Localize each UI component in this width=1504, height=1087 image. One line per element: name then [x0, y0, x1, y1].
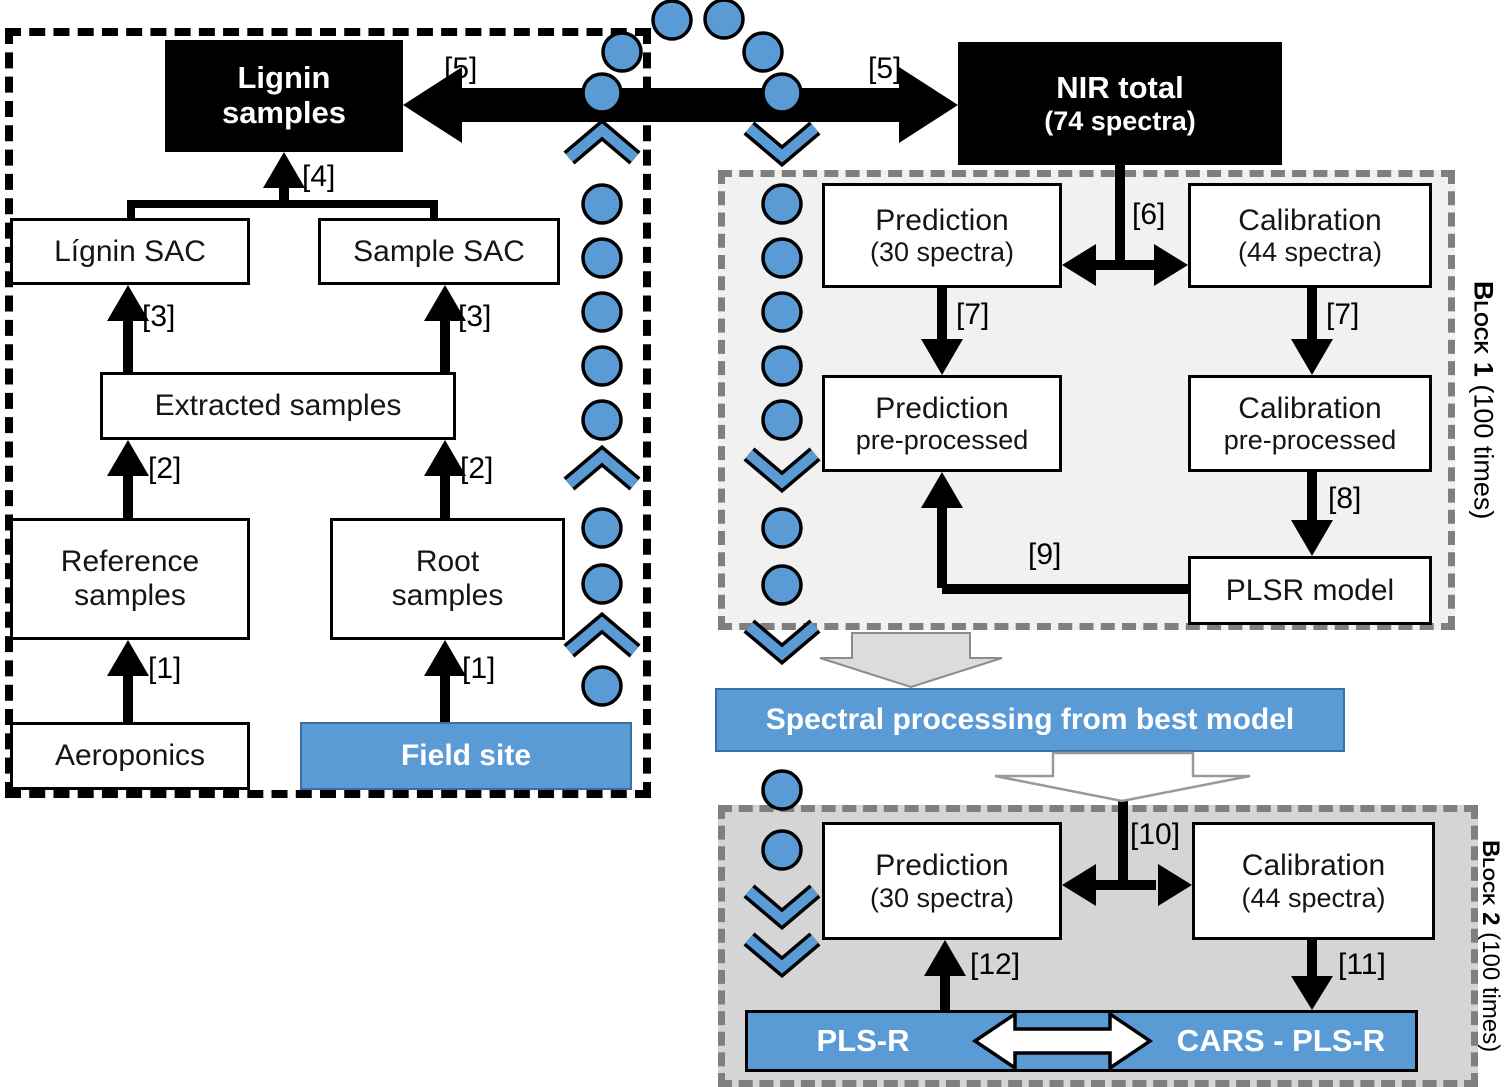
plsr-model-label: PLSR model: [1225, 573, 1395, 607]
spectral-processing-label: Spectral processing from best model: [765, 703, 1295, 737]
b2-calibration-box: Calibration (44 spectra): [1192, 822, 1435, 940]
pls-r-label: PLS-R: [816, 1022, 910, 1058]
b1-calibration-line2: (44 spectra): [1237, 237, 1383, 268]
bar-to-block2-arrow: [994, 751, 1251, 803]
b1-prediction-pre-box: Prediction pre-processed: [822, 375, 1062, 472]
field-site-label: Field site: [400, 739, 532, 773]
sample-sac-box: Sample SAC: [318, 218, 560, 285]
lignin-samples-line2: samples: [221, 95, 347, 130]
reference-samples-box: Reference samples: [10, 518, 250, 640]
spectral-processing-bar: Spectral processing from best model: [715, 688, 1345, 752]
lignin-sac-box: Lígnin SAC: [10, 218, 250, 285]
step-1-label-right: [1]: [462, 652, 496, 685]
b1-prediction-line2: (30 spectra): [869, 237, 1015, 268]
nir-total-box: NIR total (74 spectra): [958, 42, 1282, 165]
reference-samples-line1: Reference: [60, 545, 200, 579]
reference-samples-line2: samples: [74, 579, 186, 612]
b1-calibration-pre-line1: Calibration: [1238, 391, 1382, 425]
step-5-label-left: [5]: [444, 52, 478, 85]
block1-side-label: Block 1 (100 times): [1462, 170, 1504, 630]
step-7-label-left: [7]: [956, 298, 990, 331]
step-6-label: [6]: [1132, 198, 1166, 231]
extracted-samples-box: Extracted samples: [100, 372, 456, 440]
b2-calibration-line2: (44 spectra): [1241, 882, 1386, 913]
b1-prediction-pre-line2: pre-processed: [855, 425, 1029, 456]
block2-side-label: Block 2 (100 times): [1476, 805, 1504, 1087]
b1-calibration-pre-box: Calibration pre-processed: [1188, 375, 1432, 472]
step-3-label-right: [3]: [458, 300, 492, 333]
cars-pls-r-label: CARS - PLS-R: [1176, 1022, 1386, 1058]
b2-prediction-line2: (30 spectra): [869, 882, 1015, 913]
block2-title: Block 2: [1477, 839, 1504, 926]
step-10-label: [10]: [1130, 818, 1181, 851]
step-2-label-right: [2]: [460, 452, 494, 485]
lignin-samples-line1: Lignin: [237, 60, 331, 96]
b1-prediction-line1: Prediction: [875, 203, 1009, 237]
lignin-sac-label: Lígnin SAC: [54, 234, 206, 268]
b2-calibration-line1: Calibration: [1241, 849, 1386, 883]
pls-bar: PLS-R CARS - PLS-R: [745, 1010, 1418, 1072]
nir-total-line1: NIR total: [1056, 70, 1184, 106]
aeroponics-label: Aeroponics: [54, 739, 206, 773]
block2-repeat: (100 times): [1477, 925, 1504, 1053]
step-2-label-left: [2]: [148, 452, 182, 485]
root-samples-box: Root samples: [330, 518, 565, 640]
step-1-label-left: [1]: [148, 652, 182, 685]
step-11-label: [11]: [1338, 948, 1386, 981]
extracted-samples-label: Extracted samples: [154, 389, 402, 423]
nir-total-line2: (74 spectra): [1044, 105, 1196, 136]
root-samples-line1: Root: [415, 545, 480, 579]
root-samples-line2: samples: [391, 579, 504, 612]
block1-to-bar-arrow: [819, 632, 1003, 689]
field-site-box: Field site: [300, 722, 632, 790]
plsr-model-box: PLSR model: [1188, 556, 1432, 625]
step-9-label: [9]: [1028, 538, 1062, 571]
b2-prediction-line1: Prediction: [875, 849, 1009, 883]
step-5-label-right: [5]: [868, 52, 902, 85]
sample-sac-label: Sample SAC: [353, 234, 525, 268]
lignin-samples-box: Lignin samples: [165, 40, 403, 152]
step-3-label-left: [3]: [142, 300, 176, 333]
step-4-label: [4]: [302, 160, 336, 193]
b1-calibration-line1: Calibration: [1238, 203, 1382, 237]
b1-calibration-box: Calibration (44 spectra): [1188, 183, 1432, 288]
b1-prediction-box: Prediction (30 spectra): [822, 183, 1062, 288]
b2-prediction-box: Prediction (30 spectra): [822, 822, 1062, 940]
block1-repeat: (100 times): [1468, 376, 1499, 520]
b1-prediction-pre-line1: Prediction: [875, 391, 1009, 425]
block1-title: Block 1: [1468, 280, 1499, 377]
step-12-label: [12]: [970, 948, 1021, 981]
step-8-label: [8]: [1328, 482, 1362, 515]
step-7-label-right: [7]: [1326, 298, 1360, 331]
b1-calibration-pre-line2: pre-processed: [1223, 425, 1397, 456]
aeroponics-box: Aeroponics: [10, 722, 250, 790]
